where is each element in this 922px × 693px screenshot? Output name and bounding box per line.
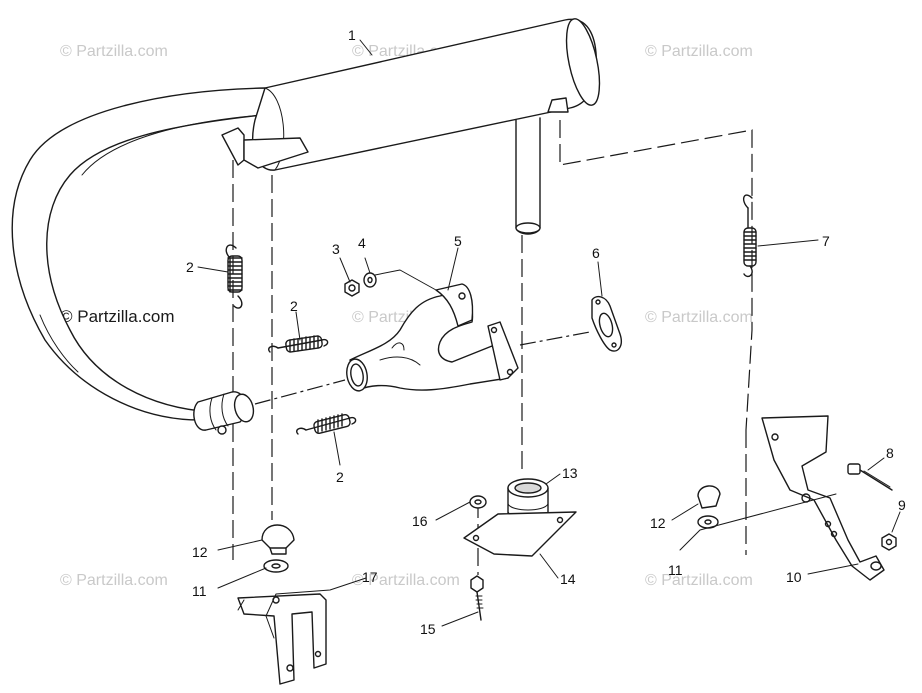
spring-part-2-upper [225,244,243,309]
watermark-bottom-right: © Partzilla.com [645,572,753,589]
watermark-top-right: © Partzilla.com [645,43,753,60]
callout-2-lower: 2 [336,469,344,485]
bolt-part-15 [470,575,484,621]
callout-2-upper: 2 [186,259,194,275]
washer-part-11-right [697,515,719,529]
callout-1: 1 [348,27,356,43]
bracket-part-17 [237,593,327,685]
watermark-bottom-center: © Partzilla.com [352,572,460,589]
nut-part-16 [469,495,487,509]
callout-4: 4 [358,235,366,251]
callout-11-right: 11 [668,562,683,578]
spring-part-7 [742,194,757,278]
muffler-part-1 [11,18,601,435]
callout-14: 14 [560,571,576,587]
screw-part-8 [847,463,893,491]
plate-part-14 [463,511,577,557]
spring-part-2-middle [268,335,329,353]
spring-part-2-lower [296,413,357,435]
gasket-part-6 [591,295,622,352]
callout-16: 16 [412,513,428,529]
grommet-part-12-right [697,485,721,509]
callout-2-middle: 2 [290,298,298,314]
watermark-bottom-left: © Partzilla.com [60,572,168,589]
callout-7: 7 [822,233,830,249]
callout-12-right: 12 [650,515,666,531]
watermark-mid-left: © Partzilla.com [60,307,175,326]
leader-lines [197,39,901,639]
manifold-part-5 [346,283,519,392]
watermark-top-left: © Partzilla.com [60,43,168,60]
callout-11-left: 11 [192,583,207,599]
nut-part-9 [881,533,897,551]
callout-17: 17 [362,569,378,585]
callout-15: 15 [420,621,436,637]
grommet-part-12-left [261,524,295,555]
bracket-part-10 [761,415,885,581]
watermark-mid-right: © Partzilla.com [645,309,753,326]
callout-13: 13 [562,465,578,481]
callout-3: 3 [332,241,340,257]
callout-12-left: 12 [192,544,208,560]
nut-part-3 [344,279,360,297]
callout-8: 8 [886,445,894,461]
washer-part-11-left [263,559,289,573]
callout-5: 5 [454,233,462,249]
callout-9: 9 [898,497,906,513]
callout-10: 10 [786,569,802,585]
callout-6: 6 [592,245,600,261]
washer-part-4 [363,272,377,288]
